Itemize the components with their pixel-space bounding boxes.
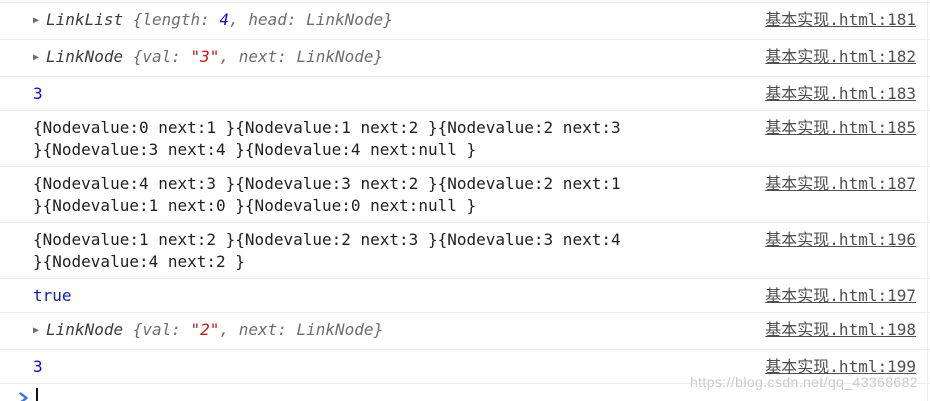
preview-text: , next: LinkNode} bbox=[219, 47, 384, 66]
console-log-row: true 基本实现.html:197 bbox=[0, 278, 930, 312]
console-log-row: {Nodevalue:4 next:3 }{Nodevalue:3 next:2… bbox=[0, 166, 930, 222]
expand-triangle-icon[interactable]: ▶ bbox=[33, 52, 40, 63]
object-preview: ▶ LinkNode {val: "2", next: LinkNode} bbox=[33, 319, 625, 344]
source-link[interactable]: 基本实现.html:185 bbox=[765, 118, 916, 137]
log-number: 3 bbox=[33, 84, 43, 103]
object-class-name: LinkNode bbox=[46, 320, 124, 339]
source-link[interactable]: 基本实现.html:199 bbox=[765, 357, 916, 376]
console-log-row: ▶ LinkList {length: 4, head: LinkNode} 基本… bbox=[0, 2, 930, 39]
log-text: {Nodevalue:0 next:1 }{Nodevalue:1 next:2… bbox=[33, 118, 621, 159]
console-log-row: {Nodevalue:1 next:2 }{Nodevalue:2 next:3… bbox=[0, 222, 930, 278]
preview-string-value: "3" bbox=[190, 47, 220, 66]
log-text: {Nodevalue:4 next:3 }{Nodevalue:3 next:2… bbox=[33, 174, 621, 215]
preview-text: {length: bbox=[123, 10, 220, 29]
source-link[interactable]: 基本实现.html:181 bbox=[765, 10, 916, 29]
text-cursor bbox=[36, 388, 38, 401]
log-number: 3 bbox=[33, 357, 43, 376]
preview-number-value: 4 bbox=[219, 10, 230, 29]
expand-triangle-icon[interactable]: ▶ bbox=[33, 325, 40, 336]
object-preview: ▶ LinkNode {val: "3", next: LinkNode} bbox=[33, 46, 625, 71]
source-link[interactable]: 基本实现.html:198 bbox=[765, 320, 916, 339]
source-link[interactable]: 基本实现.html:197 bbox=[765, 286, 916, 305]
log-text: {Nodevalue:1 next:2 }{Nodevalue:2 next:3… bbox=[33, 230, 621, 271]
object-class-name: LinkNode bbox=[46, 47, 124, 66]
source-link[interactable]: 基本实现.html:187 bbox=[765, 174, 916, 193]
console-log-row: ▶ LinkNode {val: "2", next: LinkNode} 基本实… bbox=[0, 312, 930, 349]
source-link[interactable]: 基本实现.html:182 bbox=[765, 47, 916, 66]
console-log-row: 3 基本实现.html:199 bbox=[0, 349, 930, 383]
log-boolean: true bbox=[33, 286, 72, 305]
preview-string-value: "2" bbox=[190, 320, 220, 339]
preview-text: , head: LinkNode} bbox=[229, 10, 393, 29]
console-prompt-input[interactable] bbox=[0, 383, 930, 401]
source-link[interactable]: 基本实现.html:183 bbox=[765, 84, 916, 103]
chevron-right-icon bbox=[18, 391, 29, 401]
preview-text: , next: LinkNode} bbox=[219, 320, 384, 339]
source-link[interactable]: 基本实现.html:196 bbox=[765, 230, 916, 249]
preview-text: {val: bbox=[123, 47, 191, 66]
console-log-row: {Nodevalue:0 next:1 }{Nodevalue:1 next:2… bbox=[0, 110, 930, 166]
console-log-row: 3 基本实现.html:183 bbox=[0, 76, 930, 110]
object-class-name: LinkList bbox=[46, 10, 124, 29]
console-log-row: ▶ LinkNode {val: "3", next: LinkNode} 基本实… bbox=[0, 39, 930, 76]
preview-text: {val: bbox=[123, 320, 191, 339]
expand-triangle-icon[interactable]: ▶ bbox=[33, 15, 40, 26]
object-preview: ▶ LinkList {length: 4, head: LinkNode} bbox=[33, 9, 625, 34]
